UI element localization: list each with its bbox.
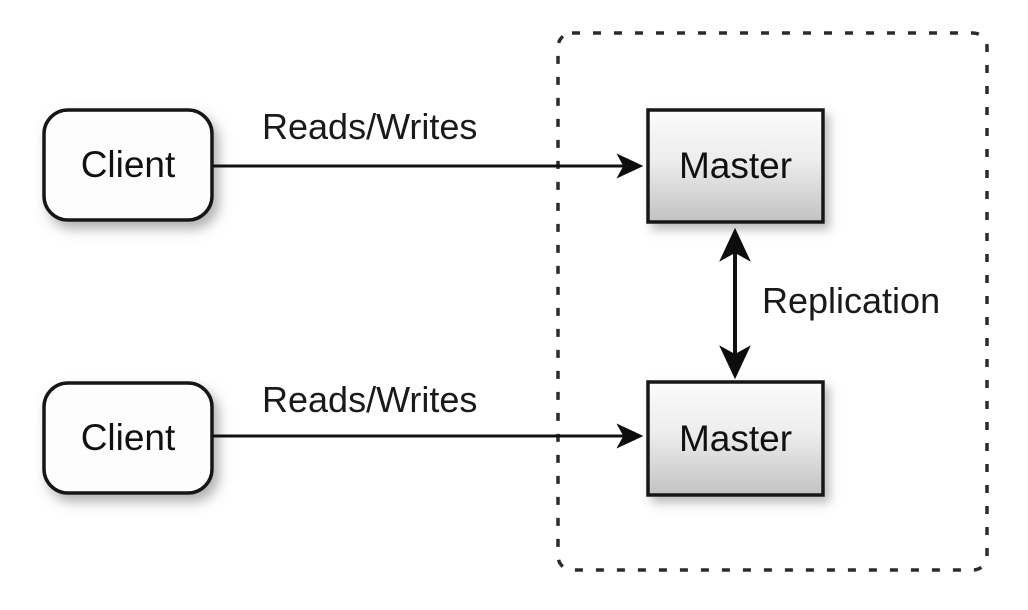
node-master-2[interactable] xyxy=(646,380,825,497)
replication-cluster-boundary xyxy=(556,31,989,572)
master-1-shape xyxy=(646,108,825,224)
node-client-2[interactable] xyxy=(42,381,214,495)
node-client-1[interactable] xyxy=(42,108,214,222)
client-1-shape xyxy=(42,108,214,222)
client-2-shape xyxy=(42,381,214,495)
master-2-shape xyxy=(646,380,825,497)
node-master-1[interactable] xyxy=(646,108,825,224)
